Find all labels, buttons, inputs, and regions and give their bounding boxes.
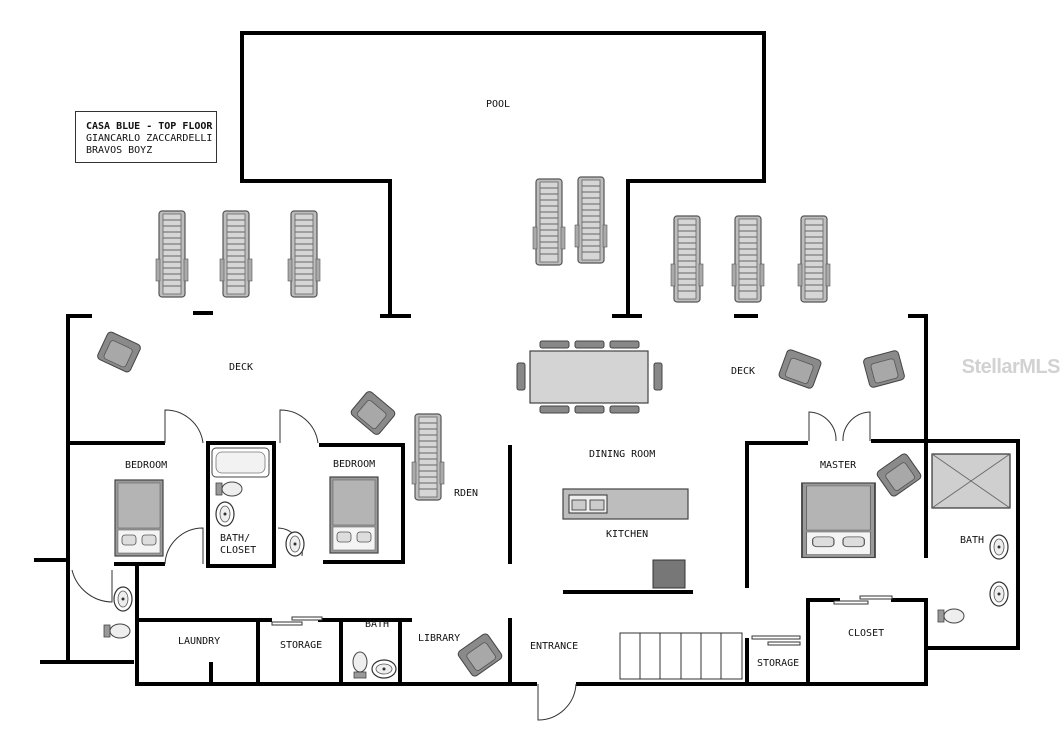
- pool: [240, 31, 766, 318]
- label-bath-closet-2: CLOSET: [220, 545, 256, 556]
- label-bath-small: BATH: [365, 619, 389, 630]
- label-deck-right: DECK: [731, 366, 755, 377]
- label-bedroom-2: BEDROOM: [333, 459, 375, 470]
- title-block: CASA BLUE - TOP FLOOR GIANCARLO ZACCARDE…: [75, 111, 217, 163]
- walls: [34, 311, 1020, 686]
- doors: [71, 409, 893, 721]
- dining-table: [516, 340, 663, 414]
- label-pool: POOL: [486, 99, 510, 110]
- label-dining-room: DINING ROOM: [589, 449, 655, 460]
- label-storage-left: STORAGE: [280, 640, 322, 651]
- title-block-line-2: BRAVOS BOYZ: [86, 145, 153, 156]
- label-storage-right: STORAGE: [757, 658, 799, 669]
- label-deck-left: DECK: [229, 362, 253, 373]
- stairs: [619, 632, 743, 680]
- label-laundry: LAUNDRY: [178, 636, 220, 647]
- title-block-line-1: GIANCARLO ZACCARDELLI: [86, 133, 213, 144]
- title-block-title: CASA BLUE - TOP FLOOR: [86, 121, 213, 132]
- label-garden: RDEN: [454, 488, 478, 499]
- label-closet: CLOSET: [848, 628, 884, 639]
- label-bedroom-1: BEDROOM: [125, 460, 167, 471]
- label-master: MASTER: [820, 460, 857, 471]
- label-entrance: ENTRANCE: [530, 641, 578, 652]
- bath-fixtures: [103, 447, 1011, 679]
- label-bath-closet-1: BATH/: [220, 533, 250, 544]
- label-bath-master: BATH: [960, 535, 984, 546]
- watermark: StellarMLS: [961, 356, 1061, 378]
- kitchen-island: [562, 488, 689, 589]
- room-labels: POOL DECK DECK BEDROOM BEDROOM BATH/ CLO…: [125, 99, 984, 669]
- label-kitchen: KITCHEN: [606, 529, 648, 540]
- label-library: LIBRARY: [418, 633, 460, 644]
